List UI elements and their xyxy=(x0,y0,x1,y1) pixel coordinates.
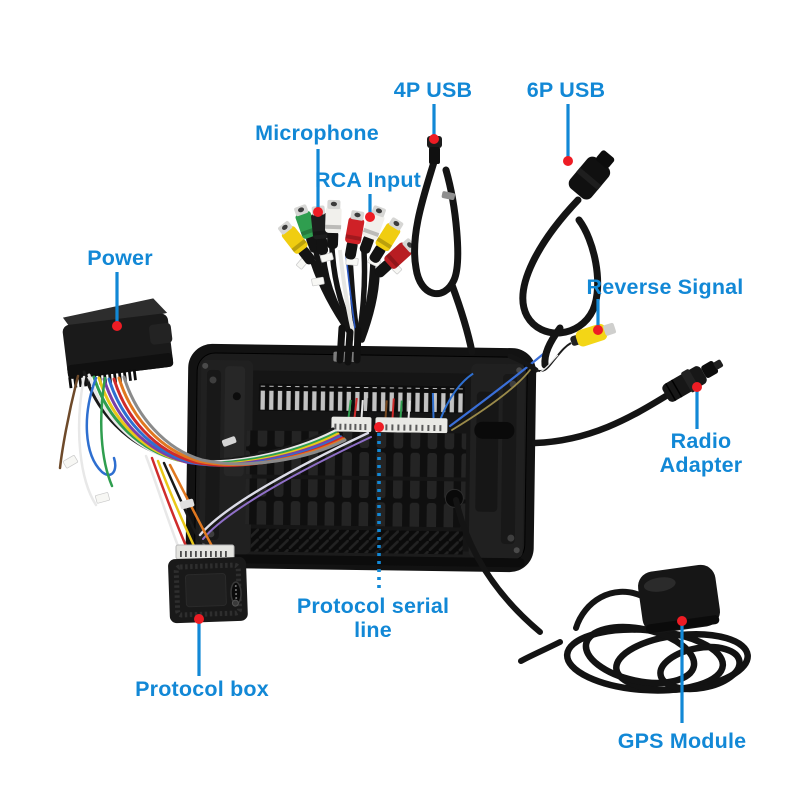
rca-cable-cluster xyxy=(276,199,419,366)
marker-gps-module xyxy=(677,616,687,626)
protocol-box xyxy=(144,454,248,624)
usb-6p-cable xyxy=(519,150,615,369)
callout-label-microphone: Microphone xyxy=(255,121,379,145)
marker-radio-adapter xyxy=(692,382,702,392)
callout-label-reverse-signal: Reverse Signal xyxy=(586,275,744,299)
white-rca-cable xyxy=(338,249,357,341)
marker-6p-usb xyxy=(563,156,573,166)
callout-label-protocol-box: Protocol box xyxy=(135,677,269,701)
marker-protocol-box xyxy=(194,614,204,624)
callout-label-power: Power xyxy=(87,246,153,270)
marker-protocol-serial xyxy=(374,422,384,432)
head-unit-rear-panel xyxy=(185,343,537,573)
callout-label-4p-usb: 4P USB xyxy=(393,78,473,102)
callout-label-protocol-serial-line: Protocol serial line xyxy=(296,594,450,643)
callout-label-6p-usb: 6P USB xyxy=(526,78,606,102)
callout-leaders xyxy=(112,104,702,723)
marker-microphone xyxy=(313,207,323,217)
radio-adapter-connector xyxy=(531,359,724,447)
reverse-signal-plug xyxy=(507,322,617,373)
power-harness-wires xyxy=(58,370,347,507)
callout-label-rca-input: RCA Input xyxy=(314,168,422,192)
marker-power xyxy=(112,321,122,331)
serial-twisted-pair xyxy=(198,348,550,540)
wiring-sockets xyxy=(331,416,448,434)
heatsink-fins xyxy=(258,385,465,413)
callout-label-gps-module: GPS Module xyxy=(617,729,747,753)
zip-tie xyxy=(221,436,237,447)
marker-4p-usb xyxy=(429,134,439,144)
callout-label-radio-adapter: Radio Adapter xyxy=(659,429,743,478)
marker-reverse-signal xyxy=(593,325,603,335)
marker-rca-input xyxy=(365,212,375,222)
antenna-socket xyxy=(474,421,515,440)
usb-4p-cable xyxy=(411,136,476,356)
